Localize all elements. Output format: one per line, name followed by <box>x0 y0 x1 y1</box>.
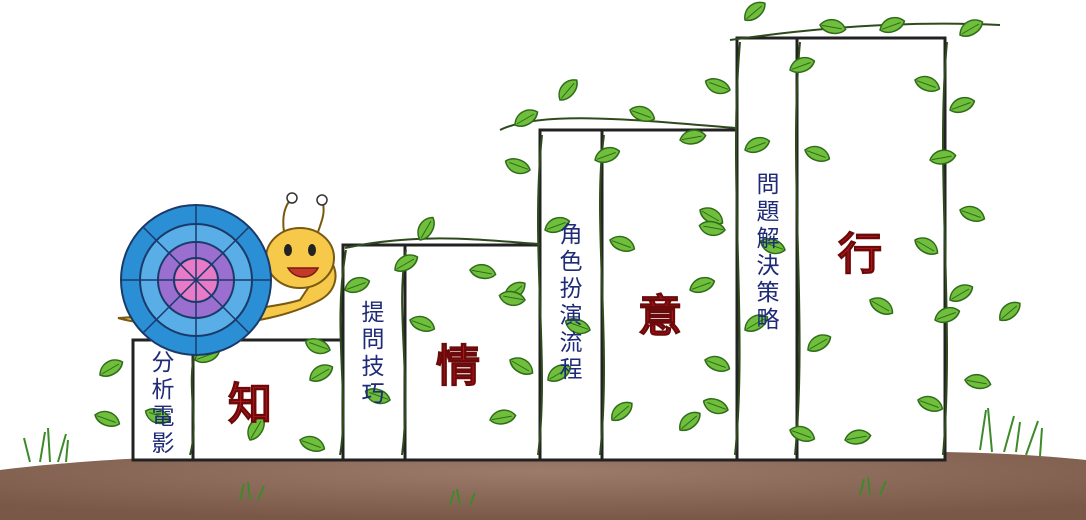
snail-icon <box>117 192 337 356</box>
step-4-block <box>735 36 947 462</box>
ground <box>0 451 1086 520</box>
step-1-sub-label: 分析電影 <box>151 350 175 457</box>
step-4-sub-label: 問題解決策略 <box>756 172 780 333</box>
vine-leaf-icon <box>189 22 1001 456</box>
step-2-main-label: 情 <box>436 341 481 393</box>
step-1-main-label: 知 <box>228 379 273 431</box>
step-2-sub-label: 提問技巧 <box>361 300 385 407</box>
grass-icon <box>23 407 1043 506</box>
step-3-sub-label: 角色扮演流程 <box>559 222 583 383</box>
step-4-main-label: 行 <box>838 229 883 281</box>
step-3-main-label: 意 <box>638 291 683 343</box>
